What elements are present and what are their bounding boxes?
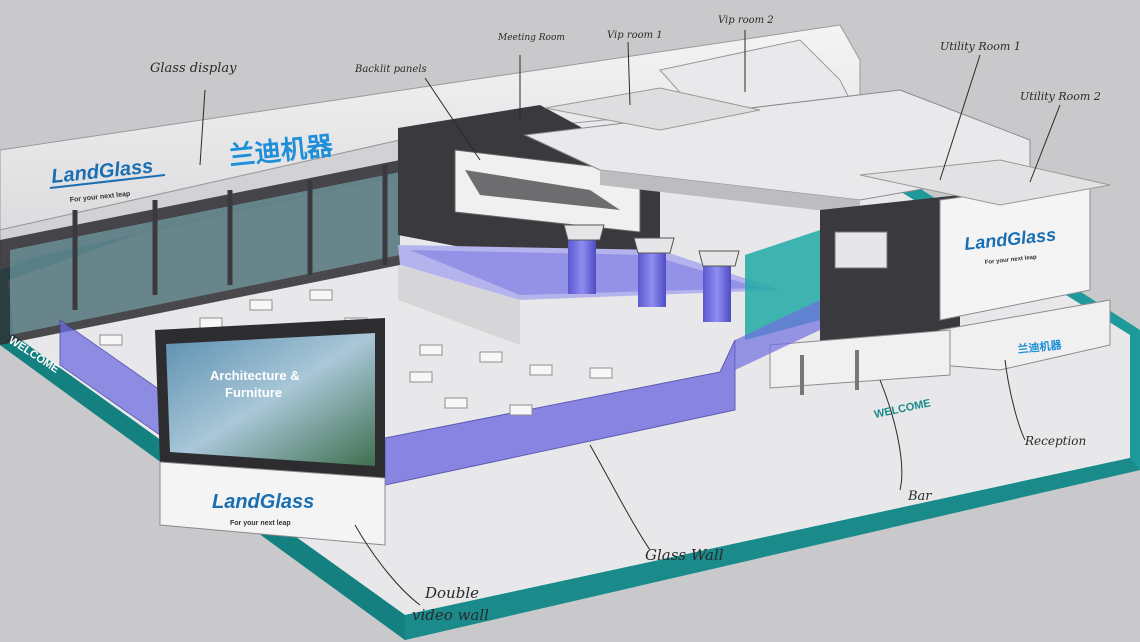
label-backlit-panels: Backlit panels [354, 64, 427, 75]
glass-pillars [563, 224, 740, 322]
label-double-video-wall-1: Double [424, 584, 479, 602]
bar-counter [769, 329, 951, 395]
reception-building: LandGlass For your next leap 兰迪机器 [820, 159, 1111, 371]
label-glass-wall: Glass Wall [645, 546, 724, 564]
label-bar: Bar [907, 489, 932, 504]
label-double-video-wall-2: video wall [412, 606, 489, 624]
video-wall-line2: Furniture [225, 385, 282, 400]
label-vip-room-1: Vip room 1 [607, 30, 663, 41]
label-reception: Reception [1024, 434, 1086, 448]
video-wall-logo-tagline: For your next leap [230, 520, 291, 527]
label-utility-room-2: Utility Room 2 [1020, 90, 1101, 103]
label-glass-display: Glass display [150, 61, 237, 76]
label-utility-room-1: Utility Room 1 [940, 40, 1021, 53]
reception-logo-tagline: For your next leap [985, 255, 1038, 266]
label-vip-room-2: Vip room 2 [718, 15, 774, 26]
label-meeting-room: Meeting Room [497, 33, 565, 43]
reception-chinese-name: 兰迪机器 [1017, 337, 1063, 356]
glass-display-fins [0, 160, 400, 345]
double-video-wall: Architecture & Furniture LandGlass For y… [155, 318, 386, 546]
video-wall-line1: Architecture & [210, 368, 300, 383]
seating-area [99, 289, 613, 416]
annotation-leaders [199, 30, 1061, 606]
video-wall-logo-text: LandGlass [212, 491, 314, 513]
